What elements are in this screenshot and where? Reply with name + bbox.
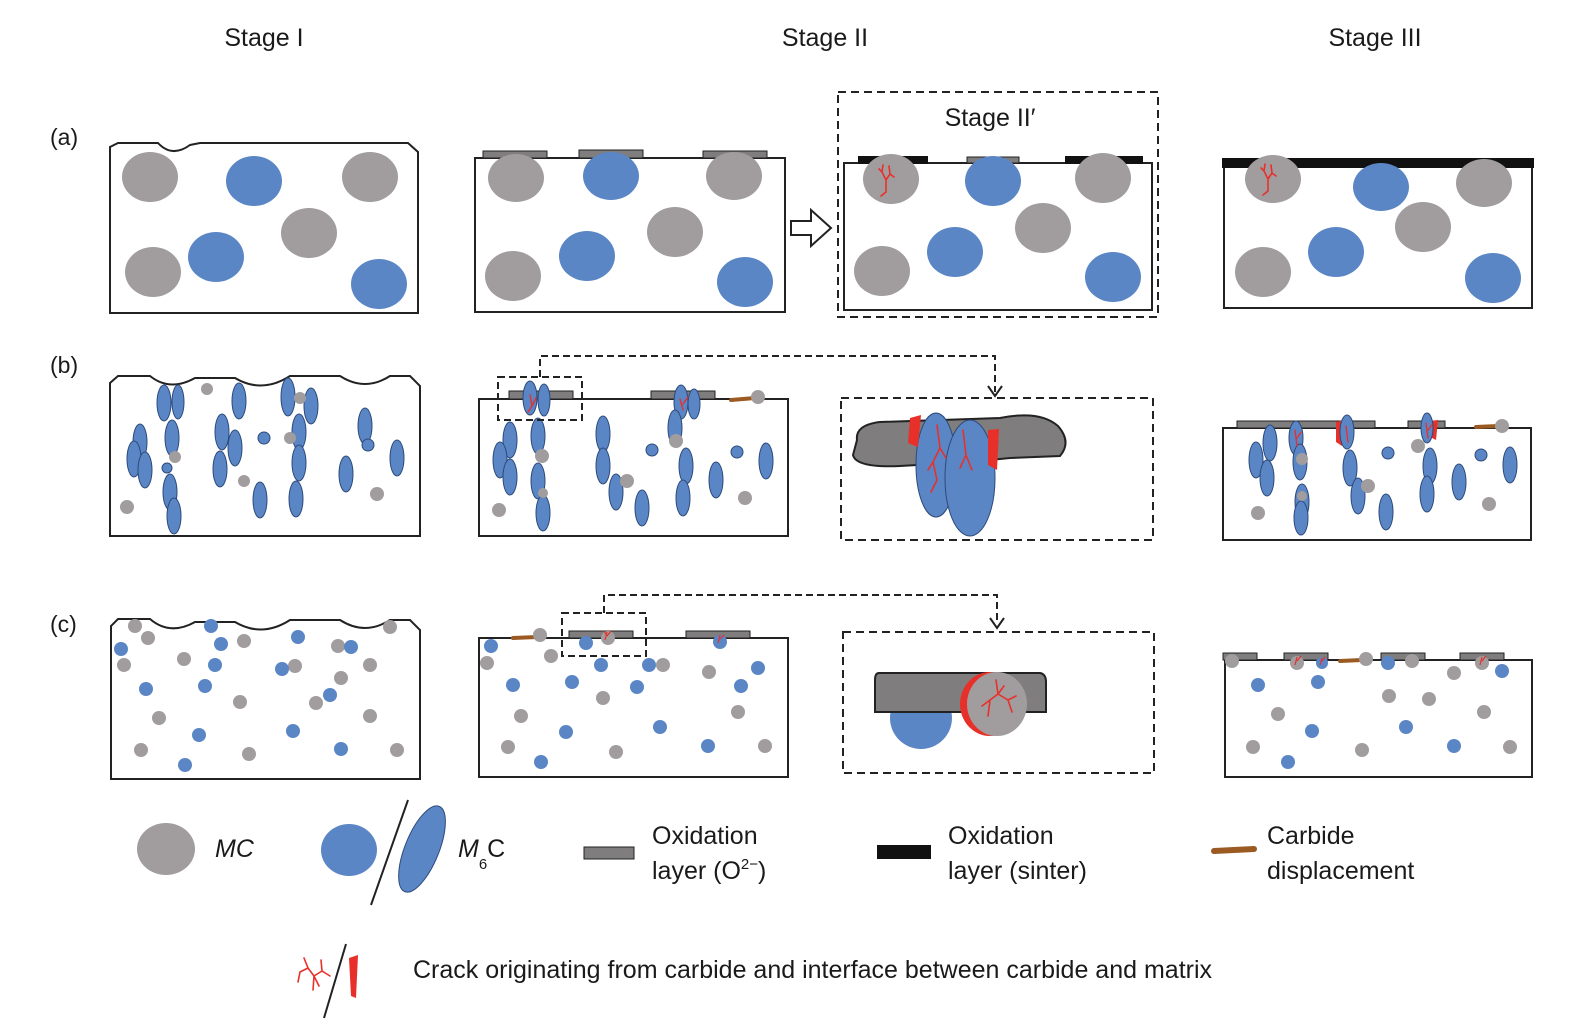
row-c-stage-3-panel <box>1222 652 1533 778</box>
legend: MC M6C Oxidation layer (O2−) Oxidation l… <box>137 799 1414 1019</box>
row-b-stage-3-panel <box>1222 412 1532 541</box>
row-c-zoom-inset <box>842 631 1155 774</box>
row-b-stage-1-panel <box>109 375 421 537</box>
stage-2-prime-panel: Stage II′ <box>837 91 1159 318</box>
row-a-stage-1-panel <box>109 142 419 314</box>
crack-wedge-icon <box>349 955 358 998</box>
header-stage-2: Stage II <box>782 24 868 52</box>
stage-2-prime-label: Stage II′ <box>945 104 1036 132</box>
legend-m6c-label: M6C <box>458 835 505 873</box>
legend-mc-label: MC <box>215 835 255 863</box>
legend-crack-label: Crack originating from carbide and inter… <box>413 956 1213 984</box>
row-a-stage-3-panel <box>1222 155 1534 309</box>
legend-mc-swatch <box>137 823 195 875</box>
legend-oxide-sinter-swatch <box>877 845 931 859</box>
legend-carbide-line2: displacement <box>1267 857 1414 885</box>
row-a-stage-2-panel <box>474 149 786 313</box>
legend-m6c-swatch <box>321 824 377 876</box>
legend-carbide-displacement-swatch <box>1211 846 1257 854</box>
row-c-stage-1-panel <box>110 618 421 780</box>
legend-oxide-sinter-line2: layer (sinter) <box>948 857 1087 885</box>
legend-oxide-o2-line1: Oxidation <box>652 822 758 850</box>
header-stage-1: Stage I <box>224 24 303 52</box>
row-c-stage-2-panel <box>478 594 1005 778</box>
legend-oxide-o2-swatch <box>583 846 635 860</box>
crack-branch-icon <box>297 957 331 991</box>
legend-oxide-sinter-line1: Oxidation <box>948 822 1054 850</box>
arrow-right-icon <box>790 207 833 249</box>
legend-m6c-elongated-swatch <box>398 805 446 893</box>
row-b-zoom-inset <box>840 397 1154 541</box>
legend-carbide-line1: Carbide <box>1267 822 1355 850</box>
header-stage-3: Stage III <box>1328 24 1421 52</box>
row-label-b: (b) <box>50 352 78 378</box>
legend-oxide-o2-line2: layer (O2−) <box>652 856 766 885</box>
row-b-stage-2-panel <box>478 355 1003 537</box>
row-label-c: (c) <box>50 611 77 637</box>
row-label-a: (a) <box>50 124 78 150</box>
